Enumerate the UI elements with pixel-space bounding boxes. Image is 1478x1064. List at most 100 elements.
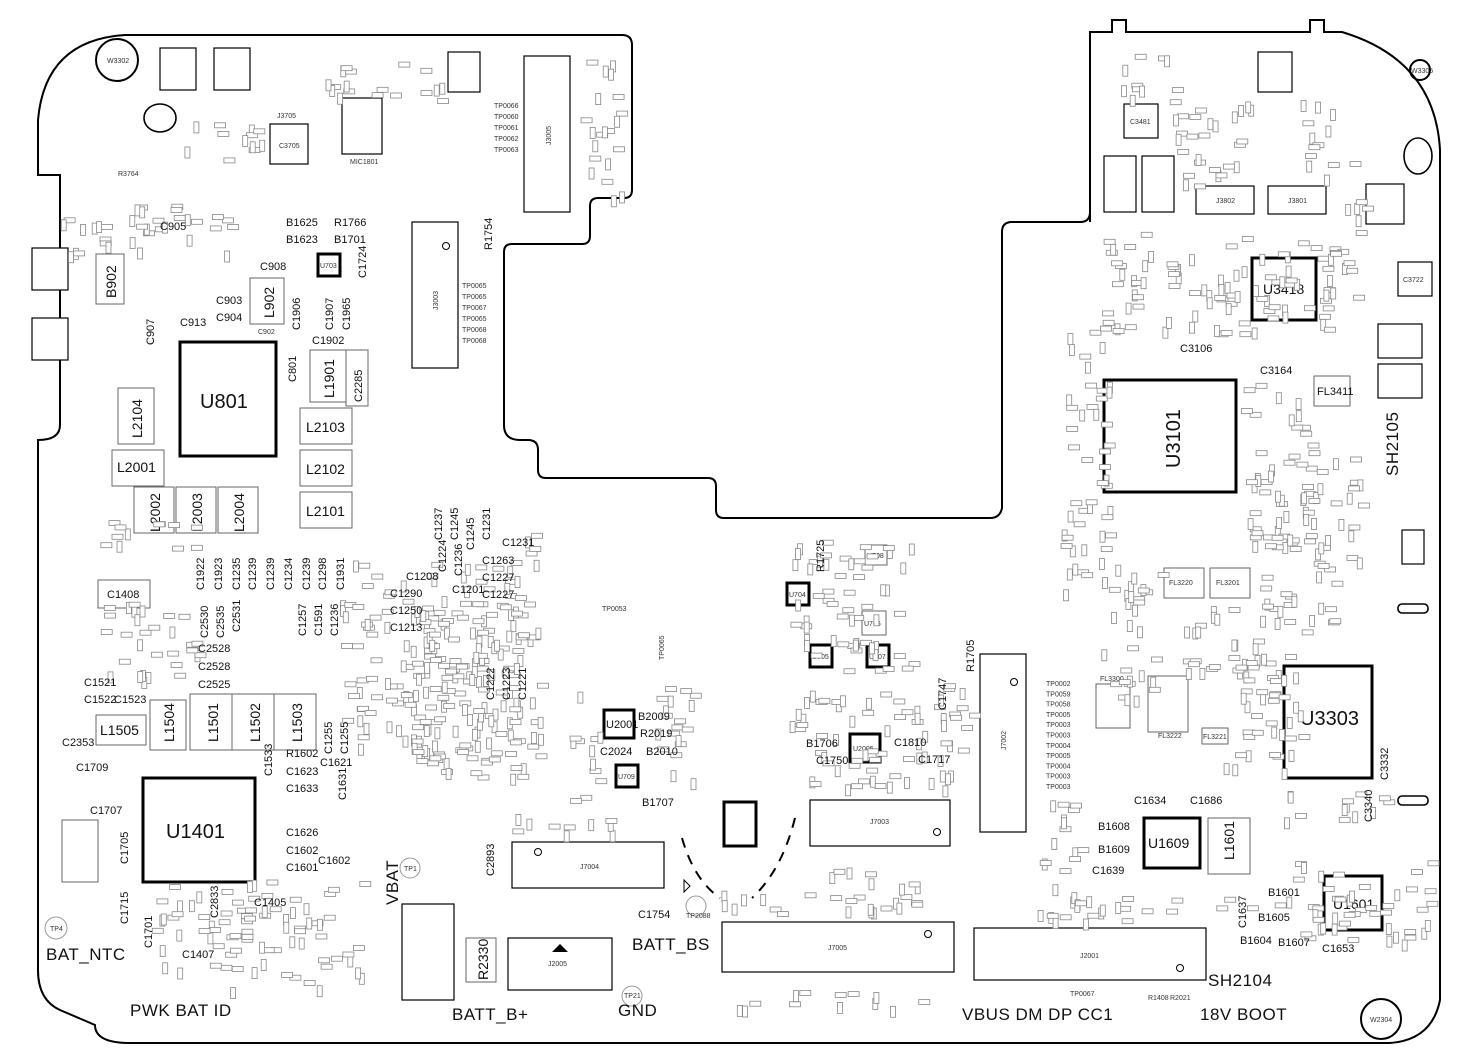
smd-pad <box>681 726 694 733</box>
inductor-l2101 <box>299 491 353 529</box>
smd-pad <box>1317 563 1330 569</box>
test-point-tp21-pad <box>621 985 643 1007</box>
smd-pad <box>518 632 530 639</box>
smd-pad <box>777 911 789 917</box>
smd-pad <box>890 1005 896 1018</box>
smd-pad <box>1162 326 1169 339</box>
smd-pad <box>148 624 161 631</box>
label-c1631: C1631 <box>337 768 349 800</box>
smd-pad <box>390 92 402 99</box>
smd-pad <box>1302 120 1315 127</box>
smd-pad <box>419 719 432 725</box>
smd-pad <box>859 544 872 551</box>
smd-pad <box>423 653 436 660</box>
test-point-right-5: TP0003 <box>1046 733 1071 740</box>
smd-pad <box>961 725 973 731</box>
smd-pad <box>866 767 879 774</box>
smd-pad <box>1285 265 1292 278</box>
smd-pad <box>852 639 859 652</box>
smd-pad <box>1111 612 1117 624</box>
smd-pad <box>602 65 609 78</box>
smd-pad <box>1308 450 1321 457</box>
smd-pad <box>231 899 244 906</box>
smd-pad <box>386 697 398 704</box>
smd-pad <box>1268 470 1274 483</box>
label-r1602: R1602 <box>286 748 318 760</box>
smd-pad <box>303 903 310 916</box>
smd-pad <box>96 221 102 234</box>
smd-pad <box>866 553 879 560</box>
smd-pad <box>218 919 231 926</box>
smd-pad <box>1225 303 1232 316</box>
component-magnetic-j2 <box>722 800 758 848</box>
label-c907: C907 <box>145 319 157 345</box>
smd-pad <box>1079 409 1086 422</box>
smd-pad <box>893 698 906 705</box>
smd-pad <box>846 867 853 880</box>
smd-pad <box>1394 889 1401 902</box>
test-point-right-1: TP0059 <box>1046 691 1071 698</box>
smd-pad <box>1260 615 1266 628</box>
smd-pad <box>170 662 183 668</box>
smd-pad <box>548 823 561 830</box>
label-c905: C905 <box>160 221 186 233</box>
smd-pad <box>938 694 944 707</box>
chip-u1609 <box>1142 816 1202 870</box>
smd-pad <box>1142 260 1149 273</box>
smd-pad <box>361 583 374 589</box>
smd-pad <box>563 824 576 831</box>
smd-pad <box>807 563 814 576</box>
smd-pad <box>1110 243 1117 256</box>
label-b1609: B1609 <box>1098 844 1130 856</box>
label-c1239: C1239 <box>247 558 259 590</box>
smd-pad <box>1343 911 1356 918</box>
smd-pad <box>769 906 782 913</box>
smd-pad <box>244 915 257 922</box>
smd-pad <box>1305 533 1318 539</box>
smd-pad <box>376 86 389 93</box>
smd-pad <box>1259 253 1266 266</box>
smd-pad <box>531 732 537 744</box>
smd-pad <box>1194 183 1206 190</box>
smd-pad <box>1301 492 1307 505</box>
smd-pad <box>369 614 382 621</box>
smd-pad <box>918 999 931 1005</box>
orientation-arrow <box>683 878 691 894</box>
smd-pad <box>1121 918 1134 925</box>
smd-pad <box>853 558 866 565</box>
smd-pad <box>1320 922 1327 935</box>
component-right-rect-1 <box>1377 323 1423 359</box>
smd-pad <box>1255 450 1268 457</box>
edge-label-pwk-bat-id: PWK BAT ID <box>130 1001 232 1020</box>
smd-pad <box>105 241 112 254</box>
inductor-l1901 <box>309 349 347 403</box>
smd-pad <box>227 224 240 230</box>
component-top-pad-1 <box>159 47 197 91</box>
smd-pad <box>381 608 394 615</box>
smd-pad <box>1061 817 1067 830</box>
smd-pad <box>357 715 364 728</box>
smd-pad <box>1140 231 1153 238</box>
smd-pad <box>1214 294 1227 301</box>
smd-pad <box>447 636 460 643</box>
connector-j2001-pin1 <box>1176 964 1184 972</box>
label-c1223: C1223 <box>501 668 513 700</box>
smd-pad <box>1338 519 1345 531</box>
smd-pad <box>281 972 293 978</box>
smd-pad <box>1186 133 1199 140</box>
label-c3164: C3164 <box>1260 365 1292 377</box>
smd-pad <box>1133 695 1140 708</box>
smd-pad <box>1325 535 1331 547</box>
smd-pad <box>1063 589 1069 602</box>
smd-pad <box>793 990 799 1002</box>
smd-pad <box>1323 289 1330 302</box>
smd-pad <box>452 725 459 738</box>
smd-pad <box>1358 502 1370 509</box>
smd-pad <box>1302 484 1314 490</box>
smd-pad <box>588 819 595 832</box>
smd-pad <box>348 693 360 699</box>
label-c2525: C2525 <box>198 679 230 691</box>
label-c1239-b: C1239 <box>265 558 277 590</box>
smd-pad <box>124 528 131 541</box>
test-point-tp2088: TP2088 <box>686 913 711 920</box>
